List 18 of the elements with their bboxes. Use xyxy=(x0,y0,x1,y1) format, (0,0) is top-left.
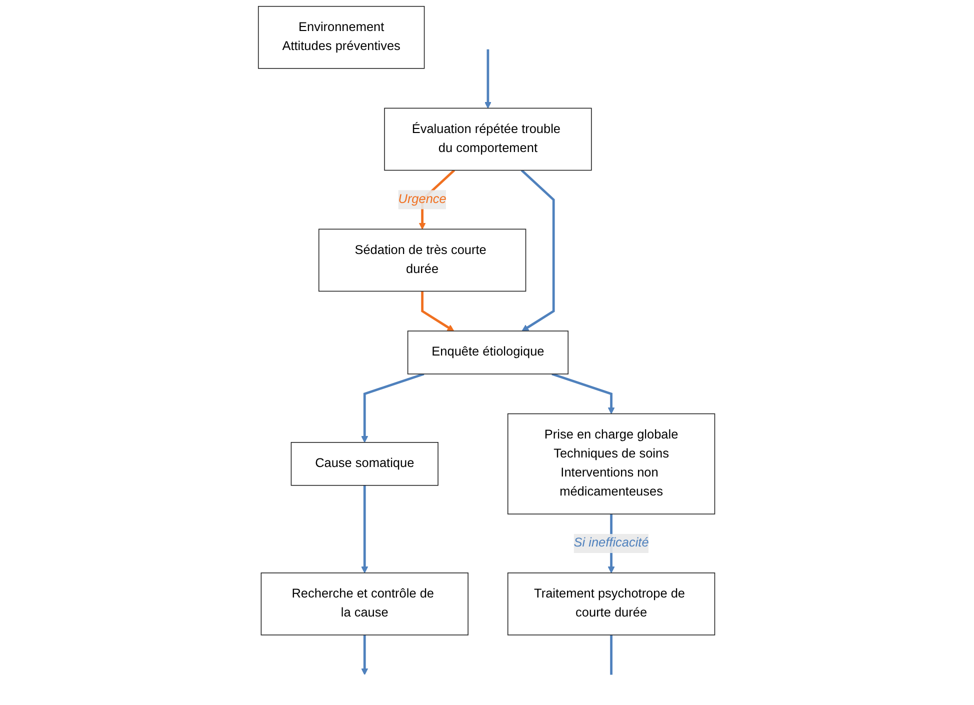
arrow xyxy=(362,372,425,443)
arrow xyxy=(521,169,556,332)
node-box: Cause somatique xyxy=(291,442,439,486)
arrow xyxy=(484,49,492,109)
arrow xyxy=(422,291,455,332)
arrow xyxy=(362,485,369,574)
node-box: Prise en charge globale Techniques de soins Interventions non médicamenteuses xyxy=(508,413,716,514)
node-box: Traitement psychotrope de courte durée xyxy=(508,572,716,636)
node-box: Évaluation répétée trouble du comportement xyxy=(384,108,592,171)
arrow xyxy=(552,372,616,414)
edge-label: Si inefficacité xyxy=(574,536,650,550)
connector xyxy=(610,634,613,675)
node-box: Sédation de très courte durée xyxy=(318,228,527,292)
node-box: Environnement Attitudes préventives xyxy=(258,6,426,69)
arrow xyxy=(362,634,369,676)
edge-label: Urgence xyxy=(398,192,447,206)
node-box: Recherche et contrôle de la cause xyxy=(261,572,469,636)
node-box: Enquête étiologique xyxy=(408,330,569,374)
